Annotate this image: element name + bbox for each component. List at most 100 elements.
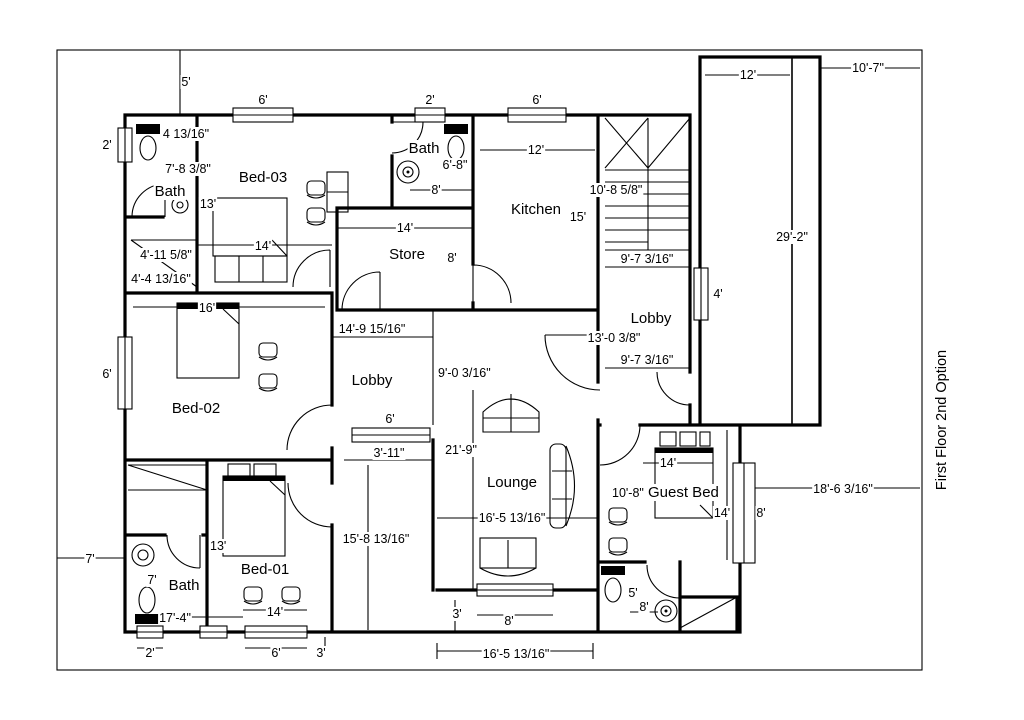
room-label-bed03: Bed-03 [239,169,287,186]
text-backdrop [315,646,327,660]
text-backdrop [158,611,192,625]
dim-guest-window: 8' [756,506,765,520]
text-backdrop [503,614,515,628]
door-arc-lobby-right [656,371,691,406]
dim-window-bath-top: 2' [425,93,434,107]
dim-top-right: 10'-7" [852,61,884,75]
dim-bottom-total: 16'-5 13/16" [483,647,550,661]
text-backdrop [526,143,546,157]
bed-icon [654,431,714,519]
text-backdrop [712,506,732,520]
dim-bath-bl-width: 17'-4" [159,611,191,625]
room-label-bath-top-center: Bath [409,140,440,157]
sink-icon [654,599,678,623]
dim-bed03-width: 14' [255,239,271,253]
dim-lobby-center-width: 14'-9 15/16" [339,322,406,336]
text-backdrop [627,586,639,600]
text-backdrop [775,230,809,244]
text-backdrop [586,331,642,345]
bed-icon [222,463,286,557]
text-backdrop [531,93,543,107]
room-label-bath-top-left: Bath [155,183,186,200]
text-backdrop [341,532,411,546]
text-backdrop [407,140,441,157]
text-backdrop [451,607,463,621]
closet-shelf [127,464,208,491]
text-backdrop [658,456,678,470]
text-backdrop [588,183,644,197]
toilet-icon [135,586,159,624]
dim-corridor-height: 29'-2" [776,230,808,244]
sofa-icon [479,537,537,577]
text-backdrop [395,221,415,235]
text-backdrop [446,251,458,265]
text-backdrop [647,484,720,501]
text-backdrop [424,93,436,107]
dim-lounge-height: 21'-9" [445,443,477,457]
dim-lobby-right-top: 9'-7 3/16" [621,252,674,266]
dim-store-width: 14' [397,221,413,235]
dim-corridor-width: 12' [740,68,756,82]
dim-bath-tc-height: 6'-8" [443,158,468,172]
text-backdrop [755,506,767,520]
dim-bottom-2: 2' [145,646,154,660]
text-backdrop [350,372,394,389]
text-backdrop [209,539,228,553]
room-label-bed01: Bed-01 [241,561,289,578]
text-backdrop [568,210,588,224]
door-arc-bath-bottom-left [166,534,201,569]
dim-lobby-right-height: 13'-0 3/8" [588,331,641,345]
text-backdrop [738,68,758,82]
text-backdrop [638,600,650,614]
dim-lobby-center-height: 9'-0 3/16" [438,366,491,380]
dim-window-left-2: 2' [102,138,111,152]
windows [117,107,756,639]
drawing-title: First Floor 2nd Option [934,350,950,490]
room-label-kitchen: Kitchen [511,201,561,218]
bed-icon [212,197,288,283]
room-label-lobby-center: Lobby [352,372,393,389]
dim-guest-room-height: 14' [714,506,730,520]
text-backdrop [812,482,874,496]
text-backdrop [101,367,113,381]
room-label-guest-bed: Guest Bed [648,484,719,501]
text-backdrop [430,183,442,197]
dim-stairs: 10'-8 5/8" [590,183,643,197]
text-backdrop [197,301,217,315]
dim-bed03-height: 13' [200,197,216,211]
room-label-bed02: Bed-02 [172,400,220,417]
dim-guest-height: 10'-8" [612,486,644,500]
chair-icon [608,507,628,526]
chair-icon [306,180,326,199]
text-backdrop [84,552,96,566]
text-backdrop [139,248,193,262]
dim-bath-bl-toilet: 7' [147,573,156,587]
text-backdrop [619,252,675,266]
dim-guest-bed-width: 14' [660,456,676,470]
text-backdrop [509,201,563,218]
dim-lounge-window: 8' [504,614,513,628]
room-label-lobby-right: Lobby [631,310,672,327]
dim-left-4-11: 4'-11 5/8" [140,248,192,262]
dim-lobby-center-opening: 6' [385,412,394,426]
dim-bath-tl-width: 7'-8 3/8" [165,162,211,176]
toilet-icon [444,124,468,161]
text-backdrop [167,577,201,594]
door-arc-kitchen [472,264,512,304]
text-backdrop [270,646,282,660]
chair-icon [258,373,278,392]
toilet-icon [136,124,160,161]
text-backdrop [934,348,950,492]
room-label-store: Store [389,246,425,263]
text-backdrop [437,366,492,380]
dim-lobby-right-bottom: 9'-7 3/16" [621,353,674,367]
text-backdrop [441,158,469,172]
text-backdrop [146,573,158,587]
text-backdrop [253,239,273,253]
text-backdrop [372,446,406,460]
dim-kitchen-width: 12' [528,143,544,157]
dim-right-setback: 18'-6 3/16" [813,482,873,496]
sink-icon [131,543,155,567]
text-backdrop [237,169,289,186]
